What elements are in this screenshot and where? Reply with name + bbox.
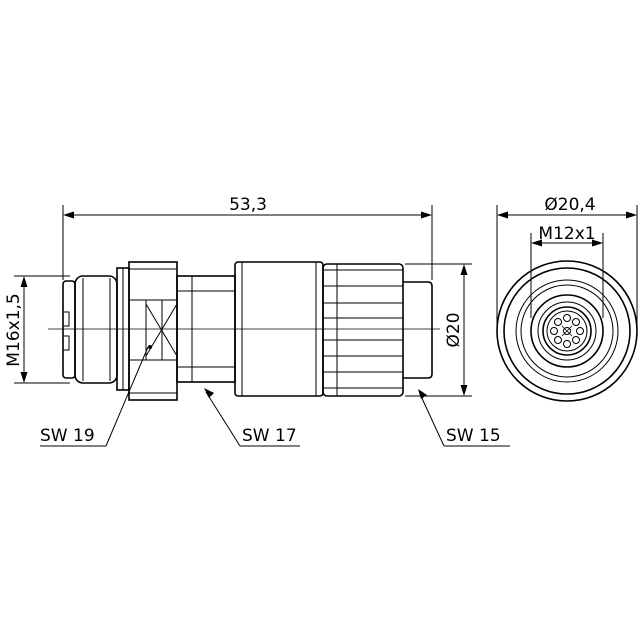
leader-sw15: SW 15 [418, 389, 510, 447]
end-cap-sw15 [403, 281, 433, 379]
side-view: 53,3 M16x1,5 Ø20 SW 19 [4, 195, 510, 447]
knurled-ring [322, 263, 404, 397]
thread-section [62, 267, 130, 391]
length-label: 53,3 [229, 195, 267, 215]
contact-pins [550, 314, 584, 348]
nut-sw19 [128, 261, 178, 401]
end-thread-label: M12x1 [538, 224, 595, 244]
end-view: Ø20,4 M12x1 [496, 195, 638, 402]
end-outer-diameter-label: Ø20,4 [544, 195, 595, 215]
sw19-label: SW 19 [40, 426, 95, 446]
diameter-label: Ø20 [444, 312, 464, 347]
leader-sw19: SW 19 [40, 346, 149, 447]
body-sw17 [176, 275, 236, 383]
outer-ring [496, 260, 638, 402]
sw15-label: SW 15 [446, 426, 501, 446]
thread-dimension: M16x1,5 [4, 275, 70, 384]
end-thread-dimension: M12x1 [530, 224, 604, 318]
sw17-label: SW 17 [242, 426, 297, 446]
end-outer-diameter-dimension: Ø20,4 [496, 195, 638, 330]
leader-sw17: SW 17 [204, 388, 300, 447]
diameter-dimension: Ø20 [405, 263, 472, 397]
length-dimension: 53,3 [62, 195, 433, 280]
thread-label: M16x1,5 [4, 293, 24, 366]
